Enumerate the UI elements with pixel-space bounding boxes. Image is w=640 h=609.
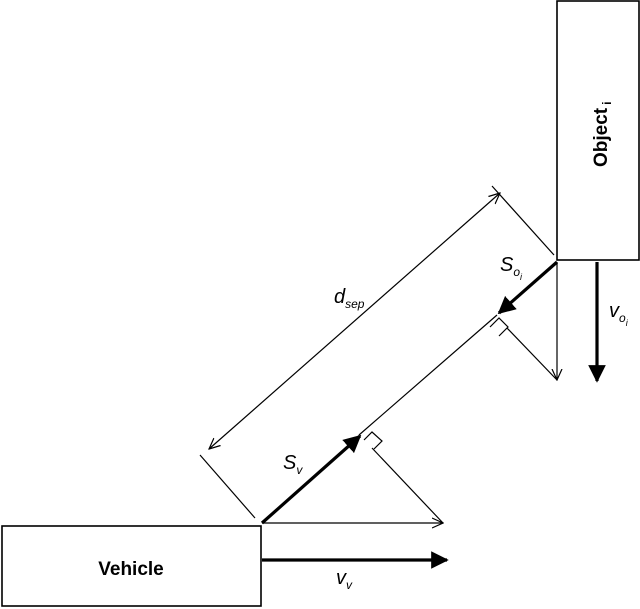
vehicle-label: Vehicle bbox=[98, 559, 164, 580]
object-speed-vector-so bbox=[497, 260, 559, 315]
object-label: Objecti bbox=[591, 102, 614, 167]
dsep-dimension-arrow bbox=[209, 193, 500, 449]
vehicle-speed-vector-sv bbox=[260, 434, 362, 525]
right-angle-marker-object bbox=[489, 317, 509, 337]
right-angle-marker-vehicle bbox=[363, 431, 383, 450]
projection-connector-line bbox=[358, 314, 498, 436]
dsep-extension-vehicle bbox=[199, 454, 256, 519]
vv-label: vv bbox=[336, 567, 353, 592]
so-label: Soi bbox=[500, 254, 523, 282]
dsep-label: dsep bbox=[334, 286, 365, 311]
sv-label: Sv bbox=[283, 452, 303, 477]
vehicle-box: Vehicle bbox=[1, 525, 262, 607]
dsep-extension-object bbox=[491, 185, 555, 256]
vo-label: voi bbox=[609, 300, 629, 328]
object-perpendicular-line bbox=[506, 327, 558, 381]
vehicle-perpendicular-line bbox=[371, 447, 444, 524]
object-box: Objecti bbox=[556, 0, 640, 261]
